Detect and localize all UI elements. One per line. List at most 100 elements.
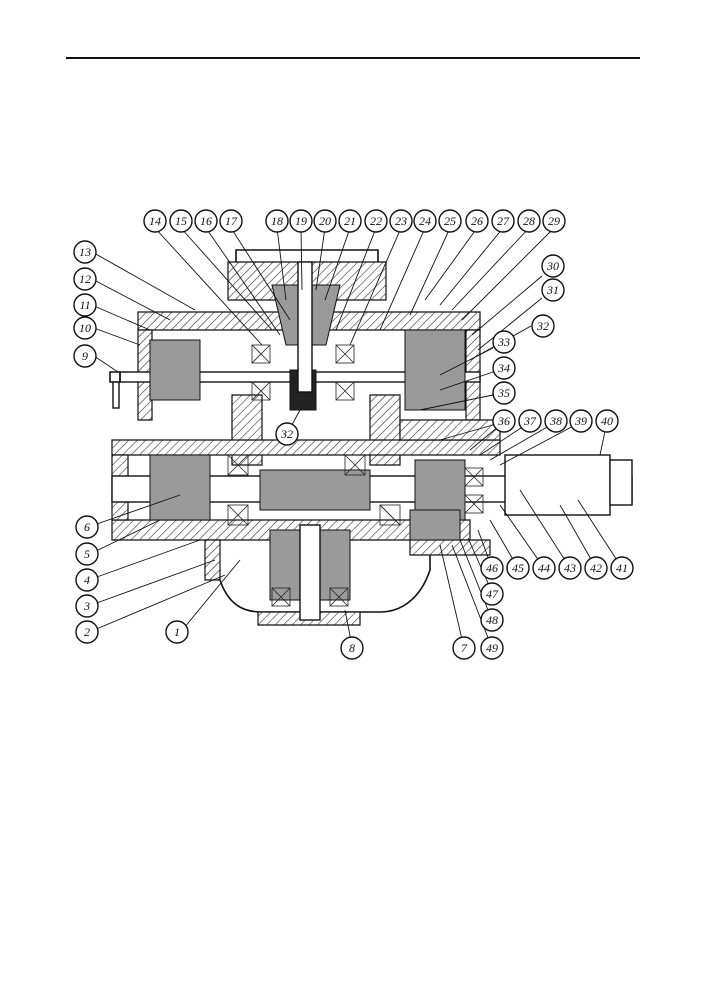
svg-text:20: 20 xyxy=(319,214,331,228)
svg-text:36: 36 xyxy=(497,414,510,428)
callout-20: 20 xyxy=(313,209,337,233)
callout-42: 42 xyxy=(584,556,608,580)
svg-text:5: 5 xyxy=(84,547,90,561)
callout-48: 48 xyxy=(480,608,504,632)
callout-7: 7 xyxy=(452,636,476,660)
svg-text:34: 34 xyxy=(497,361,510,375)
callout-27: 27 xyxy=(491,209,515,233)
svg-text:1: 1 xyxy=(174,625,180,639)
callout-29: 29 xyxy=(542,209,566,233)
svg-text:18: 18 xyxy=(271,214,283,228)
svg-text:11: 11 xyxy=(79,298,90,312)
svg-text:42: 42 xyxy=(590,561,602,575)
callout-16: 16 xyxy=(194,209,218,233)
svg-text:10: 10 xyxy=(79,321,91,335)
svg-text:39: 39 xyxy=(574,414,587,428)
main-shaft xyxy=(111,454,633,526)
svg-text:12: 12 xyxy=(79,272,91,286)
callout-13: 13 xyxy=(73,240,97,264)
svg-text:14: 14 xyxy=(149,214,161,228)
callout-41: 41 xyxy=(610,556,634,580)
svg-text:7: 7 xyxy=(461,641,468,655)
callout-5: 5 xyxy=(75,542,99,566)
callout-28: 28 xyxy=(517,209,541,233)
callout-37: 37 xyxy=(518,409,542,433)
svg-text:16: 16 xyxy=(200,214,212,228)
svg-text:23: 23 xyxy=(395,214,407,228)
svg-text:40: 40 xyxy=(601,414,613,428)
callout-30: 30 xyxy=(541,254,565,278)
callout-10: 10 xyxy=(73,316,97,340)
svg-text:17: 17 xyxy=(225,214,238,228)
svg-text:28: 28 xyxy=(523,214,535,228)
svg-text:41: 41 xyxy=(616,561,628,575)
callout-12: 12 xyxy=(73,267,97,291)
svg-text:48: 48 xyxy=(486,613,498,627)
svg-text:15: 15 xyxy=(175,214,187,228)
callout-14: 14 xyxy=(143,209,167,233)
svg-text:35: 35 xyxy=(497,386,510,400)
callout-25: 25 xyxy=(438,209,462,233)
svg-text:13: 13 xyxy=(79,245,91,259)
svg-text:27: 27 xyxy=(497,214,510,228)
callout-24: 24 xyxy=(413,209,437,233)
svg-text:49: 49 xyxy=(486,641,498,655)
countershaft-assembly xyxy=(109,261,481,411)
callout-1: 1 xyxy=(165,620,189,644)
callout-8: 8 xyxy=(340,636,364,660)
callout-35: 35 xyxy=(492,381,516,405)
callout-39: 39 xyxy=(569,409,593,433)
svg-text:25: 25 xyxy=(444,214,456,228)
callout-40: 40 xyxy=(595,409,619,433)
callout-19: 19 xyxy=(289,209,313,233)
callout-6: 6 xyxy=(75,515,99,539)
callout-2: 2 xyxy=(75,620,99,644)
callout-15: 15 xyxy=(169,209,193,233)
callout-46: 46 xyxy=(480,556,504,580)
callout-21: 21 xyxy=(338,209,362,233)
svg-text:24: 24 xyxy=(419,214,431,228)
callout-11: 11 xyxy=(73,293,97,317)
callout-9: 9 xyxy=(73,344,97,368)
svg-text:45: 45 xyxy=(512,561,524,575)
lower-gear-assembly xyxy=(269,509,461,621)
callout-36: 36 xyxy=(492,409,516,433)
svg-text:38: 38 xyxy=(549,414,562,428)
callout-17: 17 xyxy=(219,209,243,233)
svg-text:32: 32 xyxy=(280,427,293,441)
leader-lines xyxy=(93,227,623,649)
svg-text:43: 43 xyxy=(564,561,576,575)
svg-text:19: 19 xyxy=(295,214,307,228)
callout-32-upper: 32 xyxy=(531,314,555,338)
svg-text:44: 44 xyxy=(538,561,550,575)
svg-text:46: 46 xyxy=(486,561,498,575)
callout-32-lower: 32 xyxy=(275,422,299,446)
header-rule xyxy=(66,57,640,59)
callout-18: 18 xyxy=(265,209,289,233)
svg-text:47: 47 xyxy=(486,587,499,601)
svg-text:4: 4 xyxy=(84,573,90,587)
callout-47: 47 xyxy=(480,582,504,606)
callout-45: 45 xyxy=(506,556,530,580)
callout-3: 3 xyxy=(75,594,99,618)
callout-49: 49 xyxy=(480,636,504,660)
callout-23: 23 xyxy=(389,209,413,233)
svg-text:30: 30 xyxy=(546,259,559,273)
svg-text:26: 26 xyxy=(471,214,483,228)
svg-text:33: 33 xyxy=(497,335,510,349)
callout-34: 34 xyxy=(492,356,516,380)
callout-38: 38 xyxy=(544,409,568,433)
svg-text:31: 31 xyxy=(546,283,559,297)
svg-text:8: 8 xyxy=(349,641,355,655)
svg-text:2: 2 xyxy=(84,625,90,639)
svg-text:6: 6 xyxy=(84,520,90,534)
svg-text:21: 21 xyxy=(344,214,356,228)
svg-text:3: 3 xyxy=(83,599,90,613)
callout-43: 43 xyxy=(558,556,582,580)
svg-text:37: 37 xyxy=(523,414,537,428)
callout-4: 4 xyxy=(75,568,99,592)
svg-text:22: 22 xyxy=(370,214,382,228)
svg-text:9: 9 xyxy=(82,349,88,363)
svg-text:32: 32 xyxy=(536,319,549,333)
